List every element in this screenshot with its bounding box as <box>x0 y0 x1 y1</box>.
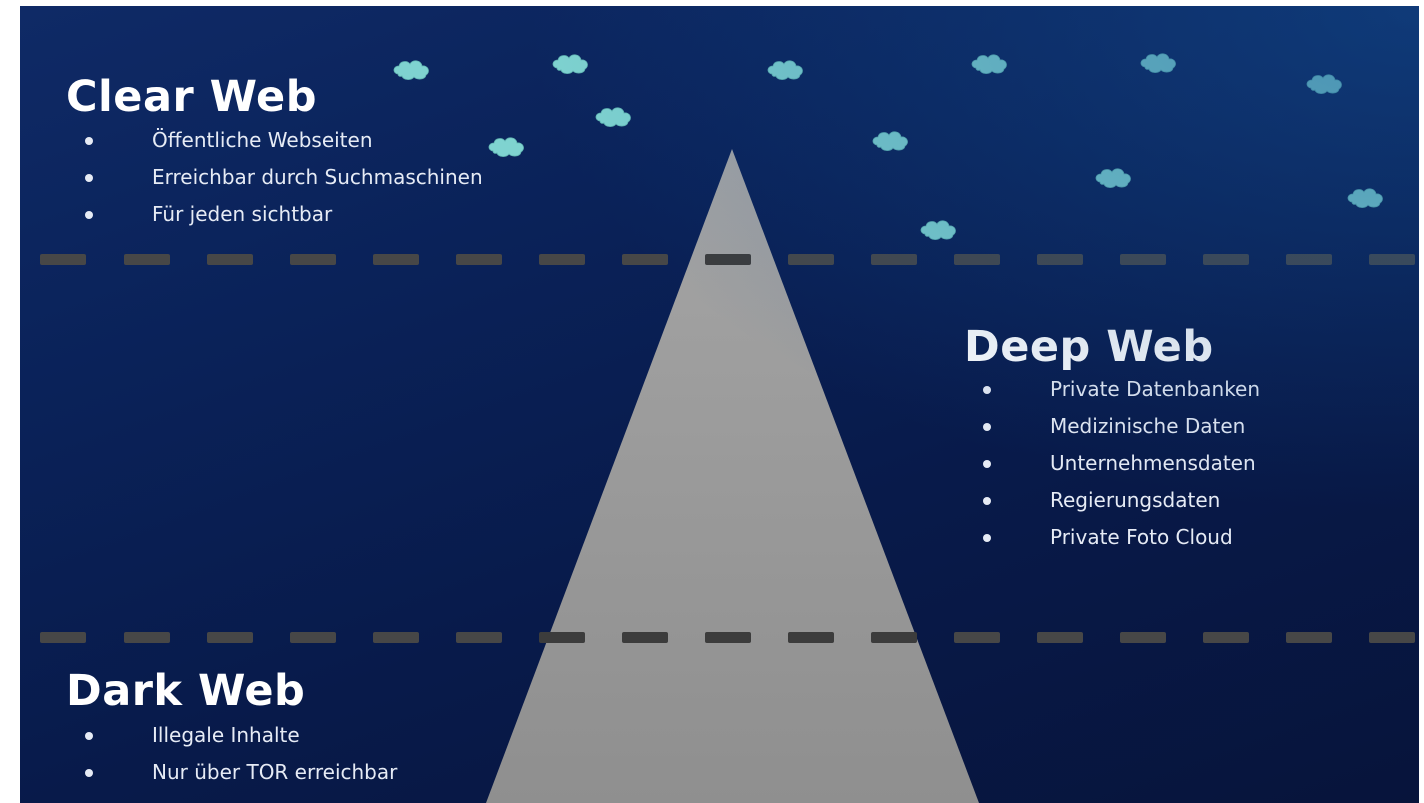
list-item: Nur über TOR erreichbar <box>84 754 397 791</box>
list-item: Illegale Inhalte <box>84 717 397 754</box>
deep-web-list: Private Datenbanken Medizinische Daten U… <box>982 371 1260 556</box>
illustration <box>40 53 1415 803</box>
cloud-icons <box>393 53 1384 241</box>
cloud-icon <box>595 107 632 128</box>
cloud-icon <box>971 54 1008 75</box>
cloud-icon <box>767 60 804 81</box>
cloud-icon <box>1140 53 1177 74</box>
list-item: Private Foto Cloud <box>982 519 1260 556</box>
list-item: Private Datenbanken <box>982 371 1260 408</box>
list-item: Erreichbar durch Suchmaschinen <box>84 159 483 196</box>
deep-dark-divider <box>40 632 1415 643</box>
slide: Clear Web Öffentliche Webseiten Erreichb… <box>20 6 1419 803</box>
cloud-icon <box>920 220 957 241</box>
list-item: Unternehmensdaten <box>982 445 1260 482</box>
list-item: Öffentliche Webseiten <box>84 122 483 159</box>
mountain-shape <box>486 149 979 803</box>
deep-web-title: Deep Web <box>964 322 1214 372</box>
list-item: Regierungsdaten <box>982 482 1260 519</box>
dark-web-title: Dark Web <box>66 666 306 716</box>
clear-web-list: Öffentliche Webseiten Erreichbar durch S… <box>84 122 483 233</box>
dark-web-list: Illegale Inhalte Nur über TOR erreichbar <box>84 717 397 791</box>
cloud-icon <box>872 131 909 152</box>
cloud-icon <box>488 137 525 158</box>
clear-deep-divider <box>40 254 1415 265</box>
cloud-icon <box>393 60 430 81</box>
cloud-icon <box>1095 168 1132 189</box>
clear-web-title: Clear Web <box>66 72 317 122</box>
list-item: Für jeden sichtbar <box>84 196 483 233</box>
list-item: Medizinische Daten <box>982 408 1260 445</box>
cloud-icon <box>552 54 589 75</box>
cloud-icon <box>1306 74 1343 95</box>
cloud-icon <box>1347 188 1384 209</box>
